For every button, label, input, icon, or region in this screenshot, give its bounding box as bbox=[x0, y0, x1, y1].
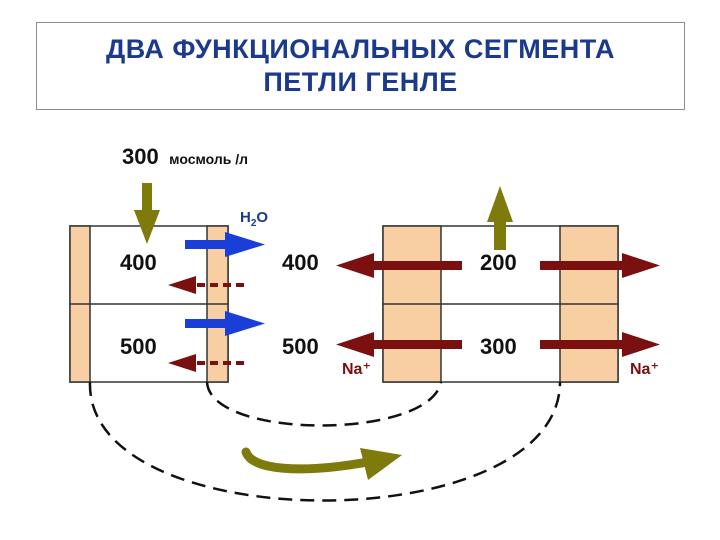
sodium-arrow-top-left-icon bbox=[336, 253, 462, 278]
sodium-label-right: Na⁺ bbox=[630, 361, 659, 378]
water-arrow-top-icon bbox=[185, 232, 265, 257]
flow-direction-curved-arrow-icon bbox=[241, 447, 402, 480]
left-lumen-bottom-value: 500 bbox=[120, 334, 157, 359]
input-osmolarity-label: 300 мосмоль /л bbox=[122, 144, 248, 169]
title-line-2: ПЕТЛИ ГЕНЛЕ bbox=[263, 67, 458, 97]
right-lumen-bottom-value: 300 bbox=[480, 334, 517, 359]
left-segment: 400 500 bbox=[69, 225, 229, 383]
right-segment: 200 300 bbox=[382, 225, 619, 383]
right-lumen-top-value: 200 bbox=[480, 250, 517, 275]
water-label: H2O bbox=[240, 209, 268, 229]
loop-inner-dashed-outline bbox=[205, 381, 443, 427]
title-box: ДВА ФУНКЦИОНАЛЬНЫХ СЕГМЕНТА ПЕТЛИ ГЕНЛЕ bbox=[36, 22, 685, 110]
interstitium-top-value: 400 bbox=[282, 250, 319, 275]
loop-outer-dashed-outline bbox=[88, 381, 562, 502]
outflow-up-arrow-icon bbox=[487, 186, 513, 250]
sodium-arrow-top-right-icon bbox=[540, 253, 660, 278]
sodium-arrow-bottom-left-icon bbox=[336, 332, 462, 357]
inflow-down-arrow-icon bbox=[134, 183, 160, 244]
sodium-label-left: Na⁺ bbox=[342, 361, 371, 378]
dashed-influx-arrow-bottom-icon bbox=[168, 354, 244, 372]
interstitium-bottom-value: 500 bbox=[282, 334, 319, 359]
sodium-arrow-bottom-right-icon bbox=[540, 332, 660, 357]
title-line-1: ДВА ФУНКЦИОНАЛЬНЫХ СЕГМЕНТА bbox=[105, 34, 616, 64]
dashed-influx-arrow-top-icon bbox=[168, 276, 244, 294]
left-lumen-top-value: 400 bbox=[120, 250, 157, 275]
water-arrow-bottom-icon bbox=[185, 311, 265, 336]
